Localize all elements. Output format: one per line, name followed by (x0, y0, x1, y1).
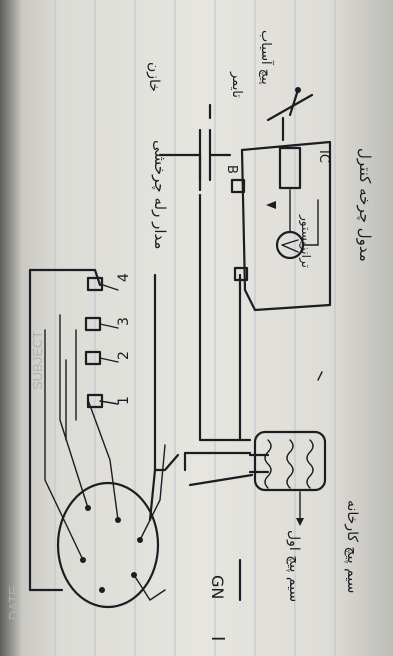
terminal-lower (233, 266, 249, 282)
label-switch-cable: پیچ آسیاب (258, 30, 275, 85)
wire-b-to-motor (198, 193, 252, 442)
switch-2 (84, 350, 102, 366)
ic-chip (278, 146, 302, 190)
wire-motor-b (188, 473, 254, 487)
label-gnd: GN (208, 575, 227, 599)
pen-mark (317, 371, 323, 381)
top-switch (266, 87, 314, 142)
wire-motor-c (153, 453, 180, 472)
label-control-module: مدول چرخه کنترل (356, 148, 374, 262)
label-terminal-i: I (207, 636, 228, 641)
label-point-b: B (224, 165, 239, 174)
rotary-disc (56, 481, 160, 609)
header-subject: SUBJECT (30, 331, 45, 390)
wire-motor-a (183, 451, 252, 472)
switch-3-number: 3 (116, 317, 132, 326)
label-relay-circuit: مدار رله چرخشی (151, 140, 169, 249)
wire-bank-right (148, 273, 157, 522)
terminal-b (230, 178, 246, 194)
label-timer: تایمر (229, 71, 244, 98)
label-ic: IC (316, 150, 331, 163)
switch-2-number: 2 (116, 351, 132, 360)
switch-3 (84, 316, 102, 332)
switch-bank: 4 3 2 1 (65, 273, 132, 441)
header-date: DATE (6, 586, 21, 620)
motor-coil (248, 430, 327, 526)
ruled-lines (54, 0, 376, 656)
label-capacitor: خازن (146, 62, 162, 92)
label-transistor: ترانزیستور (298, 214, 313, 268)
wire-outer-loop (28, 268, 102, 592)
switch-4-number: 4 (116, 273, 132, 282)
switch-1-number: 1 (116, 396, 132, 405)
label-motor-windings: سیم پیچ اول (286, 530, 302, 602)
control-module (230, 140, 332, 312)
label-stator: سیم پیچ کارخانه (344, 500, 360, 593)
capacitor (158, 103, 232, 192)
